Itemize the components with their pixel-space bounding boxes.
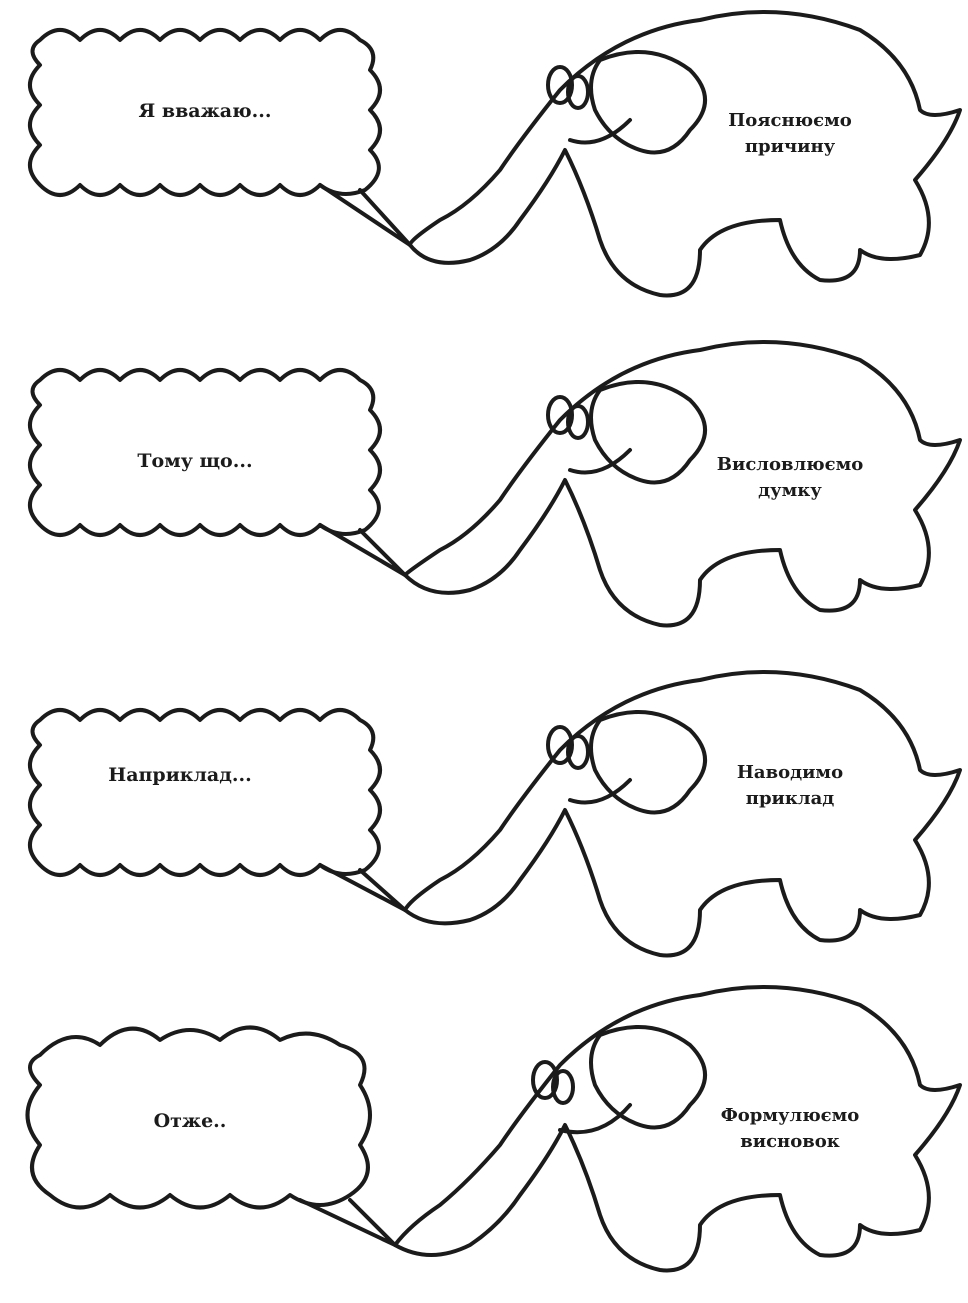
- bubble-text: Я вважаю...: [55, 102, 355, 121]
- speech-bubble-icon: [30, 710, 380, 875]
- elephant-illustration: [0, 660, 968, 986]
- step-label: Формулюємо висновок: [690, 1103, 890, 1155]
- elephant-icon: [405, 672, 960, 955]
- step-line-2: приклад: [690, 786, 890, 812]
- bubble-text: Тому що...: [45, 452, 345, 471]
- step-label: Наводимо приклад: [690, 760, 890, 812]
- step-line-1: Висловлюємо: [690, 452, 890, 478]
- bubble-text: Наприклад...: [30, 766, 330, 785]
- step-line-2: думку: [690, 478, 890, 504]
- step-line-2: причину: [690, 134, 890, 160]
- step-line-1: Формулюємо: [690, 1103, 890, 1129]
- elephant-row-1: Я вважаю... Пояснюємо причину: [0, 0, 968, 326]
- elephant-row-4: Отже.. Формулюємо висновок: [0, 975, 968, 1301]
- step-line-1: Наводимо: [690, 760, 890, 786]
- step-label: Пояснюємо причину: [690, 108, 890, 160]
- elephant-illustration: [0, 0, 968, 326]
- step-line-1: Пояснюємо: [690, 108, 890, 134]
- step-line-2: висновок: [690, 1129, 890, 1155]
- elephant-row-2: Тому що... Висловлюємо думку: [0, 330, 968, 656]
- bubble-text: Отже..: [40, 1112, 340, 1131]
- elephant-row-3: Наприклад... Наводимо приклад: [0, 660, 968, 986]
- step-label: Висловлюємо думку: [690, 452, 890, 504]
